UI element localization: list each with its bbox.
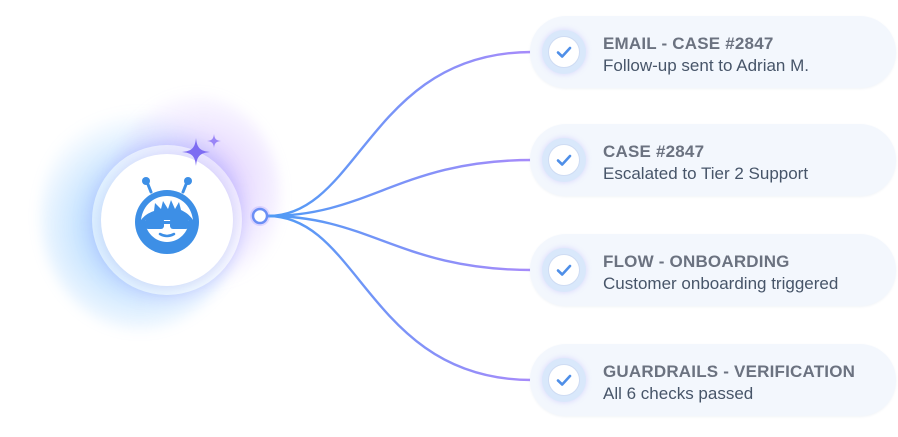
action-card-case[interactable]: CASE #2847 Escalated to Tier 2 Support [530,124,896,196]
card-subtitle: All 6 checks passed [603,384,754,403]
check-icon [556,46,572,58]
check-icon [556,374,572,386]
check-badge [542,138,586,182]
card-title: FLOW - ONBOARDING [603,252,790,271]
action-card-guardrails[interactable]: GUARDRAILS - VERIFICATION All 6 checks p… [530,344,896,416]
check-badge [542,248,586,292]
connector-line-3 [267,214,533,272]
check-icon [556,154,572,166]
connector-line-2 [267,158,533,218]
check-badge [542,358,586,402]
action-card-flow[interactable]: FLOW - ONBOARDING Customer onboarding tr… [530,234,896,306]
card-title: GUARDRAILS - VERIFICATION [603,362,856,381]
card-title: EMAIL - CASE #2847 [603,34,774,53]
card-title: CASE #2847 [603,142,705,161]
card-subtitle: Escalated to Tier 2 Support [603,164,809,183]
check-icon [556,264,572,276]
connector-hub-node [250,206,270,226]
connector-line-1 [267,50,533,218]
sparkle-icon [182,134,221,166]
check-badge [542,30,586,74]
card-subtitle: Follow-up sent to Adrian M. [603,56,809,75]
card-subtitle: Customer onboarding triggered [603,274,839,293]
connector-line-4 [267,214,533,382]
action-card-email[interactable]: EMAIL - CASE #2847 Follow-up sent to Adr… [530,16,896,88]
robot-mascot-icon [135,177,199,254]
